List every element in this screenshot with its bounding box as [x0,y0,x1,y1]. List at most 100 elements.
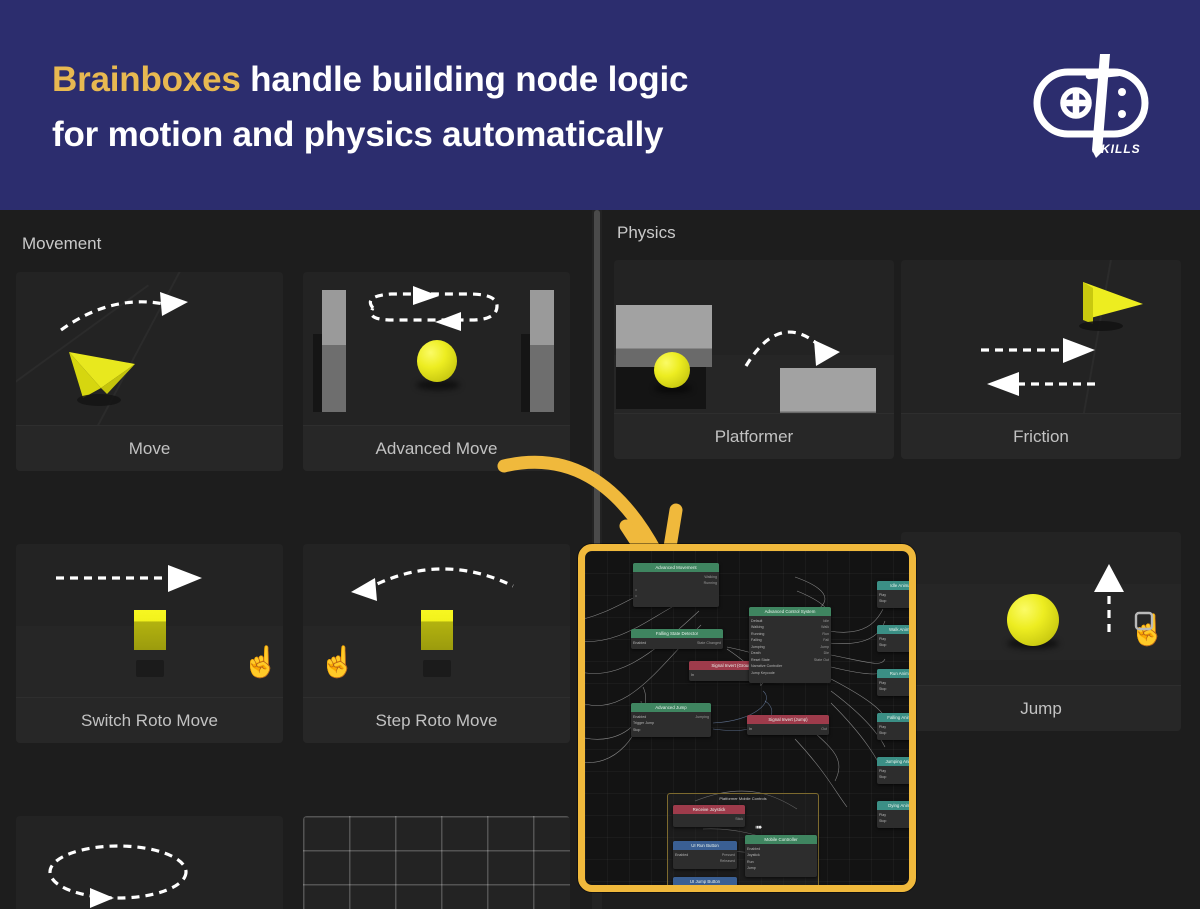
jump-arc-arrow-icon [744,330,840,367]
card-switch-roto-move-thumbnail: ☝ [16,544,283,697]
node-port: Play [879,812,886,817]
node-advanced-movement[interactable]: Advanced Movement Walking Running ○ ○ [633,563,719,607]
node-title: Dying Animation [877,801,909,810]
header-headline: Brainboxes handle building node logic fo… [52,52,952,163]
node-ports: Enabled Joystick Run Jump [745,844,817,873]
node-title: UI Run Button [673,841,737,850]
node-graph-callout[interactable]: Advanced Movement Walking Running ○ ○ Fa… [578,544,916,892]
card-advanced-move[interactable]: Advanced Move [303,272,570,471]
node-jumping-animation[interactable]: Jumping Animation Play Stop [877,757,909,784]
node-port: ○ [635,587,638,592]
card-jump-label: Jump [901,685,1181,731]
node-ports: Play Stop [877,810,909,826]
node-port: Play [879,724,886,729]
move-arc-arrow-icon [60,292,188,332]
up-arrow-icon [1094,564,1124,632]
node-title: Receive Joystick [673,805,745,814]
card-orbit-move-partial[interactable] [16,816,283,909]
card-jump[interactable]: ☝ Jump [901,532,1181,731]
card-platformer[interactable]: Platformer [614,260,894,459]
hand-pointer-cursor: ☝ [319,646,357,679]
node-falling-animation[interactable]: Falling Animation Play Stop [877,713,909,740]
node-title: Walk Animation [877,625,909,634]
node-mobile-controller[interactable]: Mobile Controller Enabled Joystick Run J… [745,835,817,877]
loop-arrows-icon [368,286,499,331]
node-port: Running [703,581,717,585]
promo-header-banner: Brainboxes handle building node logic fo… [0,0,1200,210]
gd-skills-logo: SKILLS [1030,48,1158,166]
node-ports: Walking Running ○ ○ [633,572,719,601]
node-title: Signal Invert (Jump) [747,715,829,724]
opposing-arrows-icon [981,338,1095,396]
editor-body: Movement Move [0,210,1200,909]
card-platformer-thumbnail [614,260,894,413]
node-port: Run [747,859,754,864]
node-title: Signal Invert (Ground) [689,661,777,670]
card-switch-roto-move[interactable]: ☝ Switch Roto Move [16,544,283,743]
node-title: Falling State Detector [631,629,723,638]
tap-target-icon [1134,611,1154,631]
node-title: Advanced Movement [633,563,719,572]
node-walk-animation[interactable]: Walk Animation Play Stop [877,625,909,652]
node-port: Released [719,859,735,863]
card-grid-thumbnail [303,816,570,909]
node-port: Stop [879,687,887,691]
node-port: Jump [747,866,756,870]
node-port: Enabled [747,846,761,851]
yellow-cone-right-icon [1079,282,1143,331]
card-jump-thumbnail: ☝ [901,532,1181,685]
movement-section-title: Movement [22,234,102,253]
card-move-label: Move [16,425,283,471]
node-ports: Play Stop [877,722,909,738]
node-dying-animation[interactable]: Dying Animation Play Stop [877,801,909,828]
node-port: ○ [635,594,638,598]
node-title: Idle Animation [877,581,909,590]
node-ports: Play Stop [877,678,909,694]
card-friction[interactable]: Friction [901,260,1181,459]
node-port: Play [879,680,886,685]
node-port: Joystick [747,853,760,857]
arc-arrow-left-icon [351,567,514,601]
card-friction-label: Friction [901,413,1181,459]
node-ports: Play Stop [877,590,909,606]
node-title: UI Jump Button [673,877,737,885]
node-port: Play [879,592,886,597]
node-title: Run Animation [877,669,909,678]
dashed-ellipse-orbit-icon [48,844,188,908]
card-step-roto-move[interactable]: ☝ Step Roto Move [303,544,570,743]
node-port: Narrative Controller [751,664,783,668]
node-receive-joystick[interactable]: Receive Joystick Stick [673,805,745,827]
node-graph-mouse-cursor: ➠ [755,822,763,832]
node-port: Walking [704,574,717,579]
card-advanced-move-thumbnail [303,272,570,425]
node-title: Jumping Animation [877,757,909,766]
card-move[interactable]: Move [16,272,283,471]
yellow-cone-icon [69,352,135,406]
card-grid-move-partial[interactable] [303,816,570,909]
card-orbit-thumbnail [16,816,283,909]
node-idle-animation[interactable]: Idle Animation Play Stop [877,581,909,608]
node-run-animation[interactable]: Run Animation Play Stop [877,669,909,696]
logo-subtitle: SKILLS [1092,142,1141,156]
node-port: Stop [879,599,887,603]
movement-column: Movement Move [0,210,592,909]
